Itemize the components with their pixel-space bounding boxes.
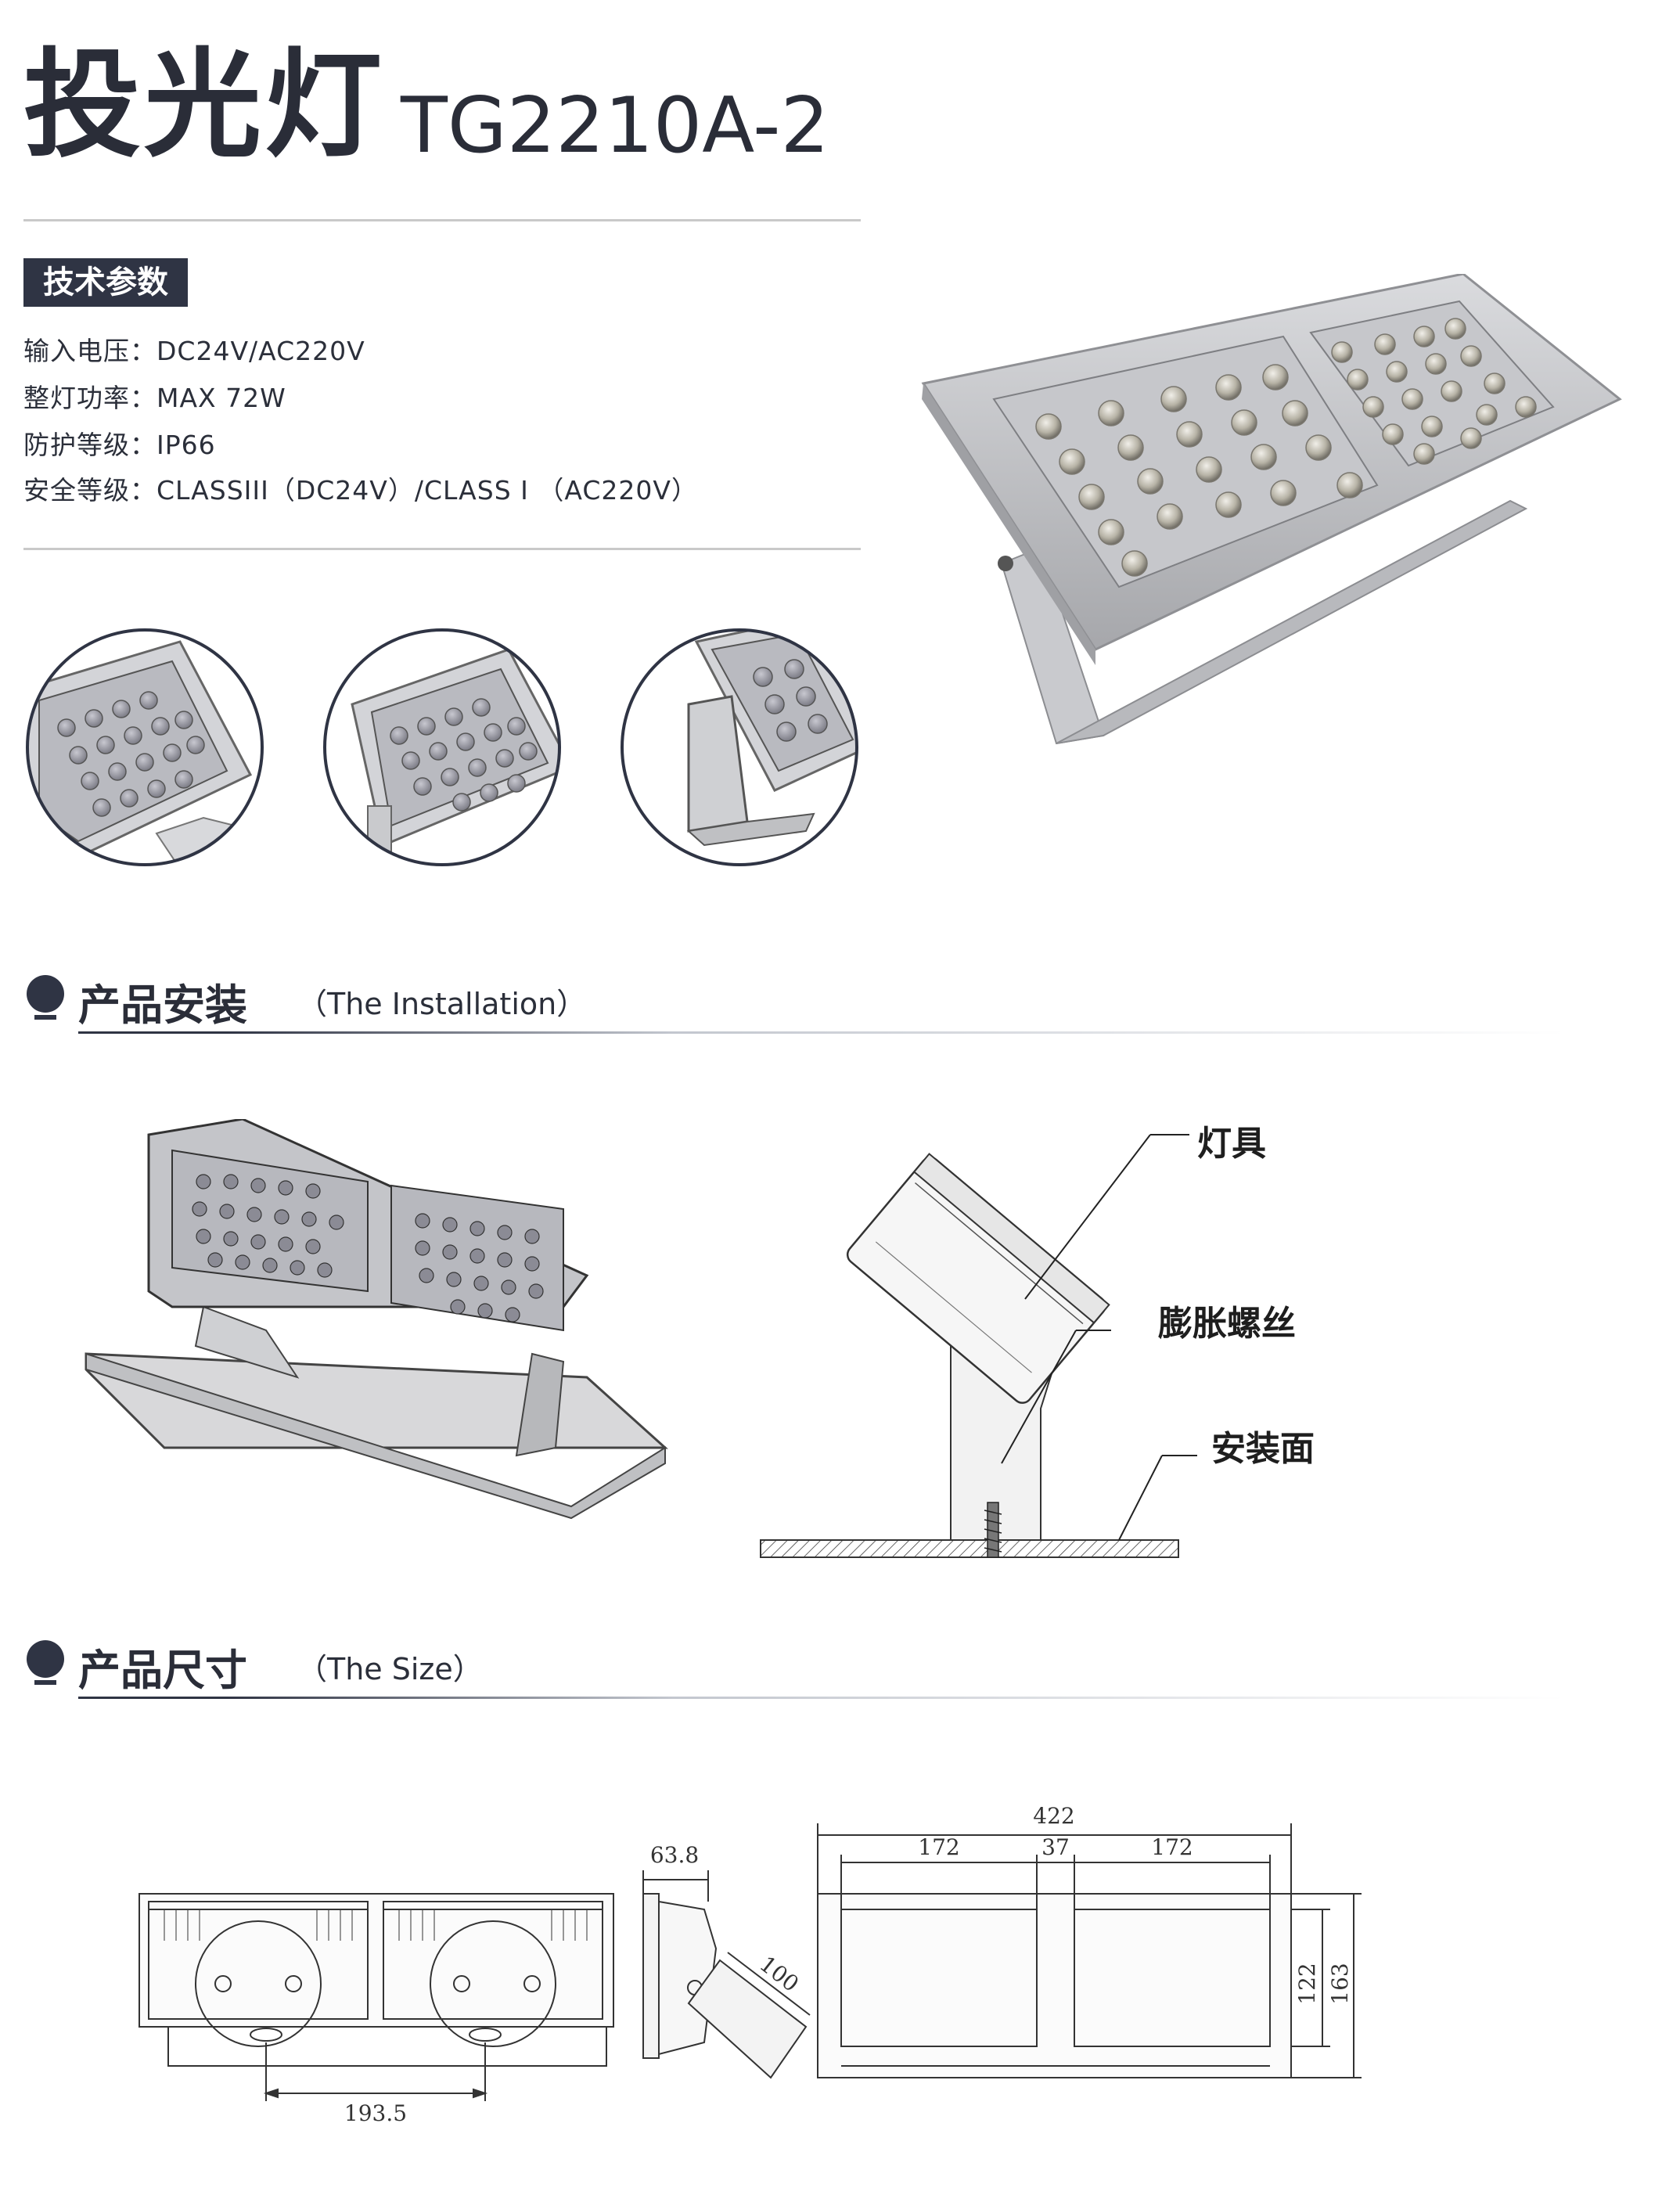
front-view [817, 1823, 1362, 2078]
spec-row-safety: 安全等级：CLASSIII（DC24V）/CLASS I （AC220V） [23, 470, 698, 507]
spec-label: 防护等级： [23, 430, 156, 460]
detail-circle-2 [325, 630, 559, 865]
spec-row-ip: 防护等级：IP66 [23, 424, 216, 462]
spec-value: MAX 72W [156, 383, 286, 413]
spec-label: 输入电压： [23, 336, 156, 366]
detail-views [26, 628, 858, 866]
page-title: 投光灯 [23, 38, 386, 174]
spec-row-voltage: 输入电压：DC24V/AC220V [23, 330, 365, 368]
section-underline [78, 1697, 1565, 1699]
dim-panel-height: 122 [1294, 1963, 1320, 2004]
callout-fixture: 灯具 [1197, 1124, 1266, 1164]
spec-value: CLASSIII（DC24V）/CLASS I （AC220V） [156, 475, 698, 506]
installation-3d-view [85, 1119, 668, 1520]
pin-icon [27, 975, 64, 1020]
dim-bracket-len: 100 [755, 1951, 804, 1997]
detail-circle-1 [27, 630, 262, 865]
spec-label: 整灯功率： [23, 383, 156, 413]
section-title: 产品尺寸 [78, 1646, 247, 1695]
side-view [642, 1870, 811, 2079]
divider-specs [23, 548, 861, 550]
model-number: TG2210A-2 [401, 81, 829, 171]
dim-bracket-spacing: 193.5 [344, 2100, 407, 2126]
spec-row-power: 整灯功率：MAX 72W [23, 377, 286, 415]
section-subtitle: （The Size） [297, 1652, 483, 1686]
spec-label: 安全等级： [23, 475, 156, 506]
rear-view [139, 1893, 614, 2101]
product-photo [921, 274, 1622, 745]
dim-panel-left: 172 [918, 1834, 959, 1860]
section-title: 产品安装 [78, 981, 247, 1030]
section-underline [78, 1031, 1565, 1034]
callout-surface: 安装面 [1211, 1429, 1315, 1469]
divider-top [23, 219, 861, 221]
section-subtitle: （The Installation） [297, 987, 587, 1021]
dimension-drawings: 193.5 63.8 100 422 172 37 172 122 163 [139, 1803, 1362, 2126]
detail-circle-3 [622, 630, 857, 865]
dim-panel-right: 172 [1151, 1834, 1193, 1860]
dim-total-width: 422 [1033, 1803, 1074, 1829]
pin-icon [27, 1640, 64, 1685]
spec-value: IP66 [156, 430, 216, 460]
dim-total-height: 163 [1327, 1963, 1353, 2004]
callout-screw: 膨胀螺丝 [1158, 1304, 1296, 1344]
installation-side-drawing [760, 1134, 1197, 1558]
dim-gap: 37 [1041, 1834, 1070, 1860]
spec-value: DC24V/AC220V [156, 336, 365, 366]
specs-label: 技术参数 [23, 258, 188, 307]
dim-side-depth: 63.8 [650, 1842, 699, 1868]
